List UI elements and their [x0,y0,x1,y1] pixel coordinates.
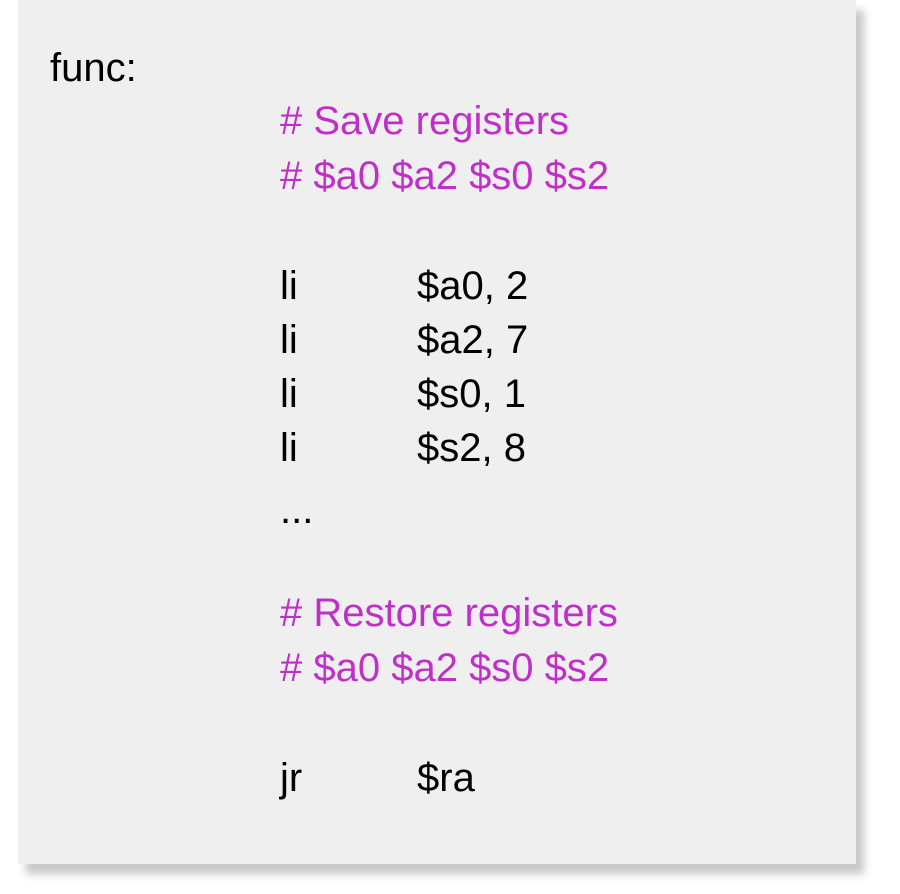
save-registers-list-comment: # $a0 $a2 $s0 $s2 [280,154,610,198]
instruction-opcode: li [280,372,298,416]
code-panel [18,0,856,864]
instruction-opcode: li [280,264,298,308]
return-operand: $ra [417,756,475,800]
instruction-opcode: li [280,426,298,470]
instruction-operands: $s2, 8 [417,426,526,470]
return-opcode: jr [280,756,303,800]
function-label: func: [50,46,137,90]
instruction-operands: $a0, 2 [417,264,529,308]
ellipsis: ... [280,488,314,532]
instruction-opcode: li [280,318,298,362]
instruction-operands: $s0, 1 [417,372,526,416]
restore-registers-comment: # Restore registers [280,591,618,635]
save-registers-comment: # Save registers [280,99,570,143]
restore-registers-list-comment: # $a0 $a2 $s0 $s2 [280,646,610,690]
instruction-operands: $a2, 7 [417,318,529,362]
